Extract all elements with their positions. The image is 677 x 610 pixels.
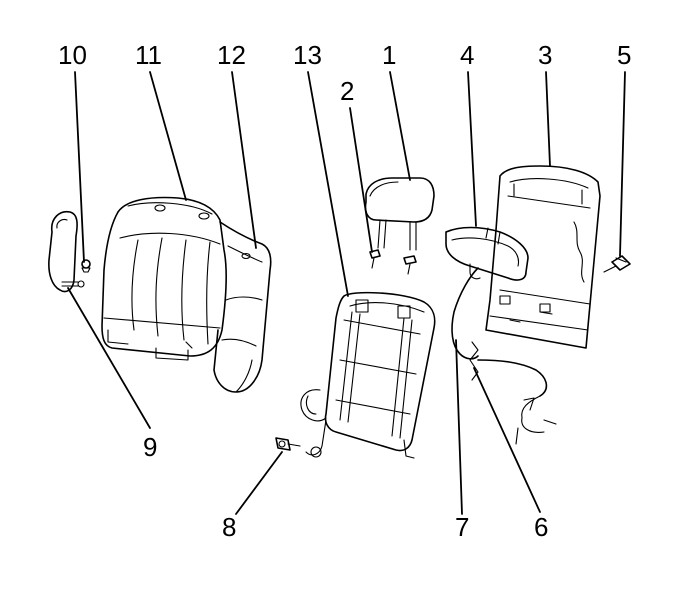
callout-7: 7 [455,512,469,542]
headrest-side-part [48,210,85,293]
bolt-part [275,437,301,451]
callout-4: 4 [460,40,474,70]
callout-labels: 10 11 12 13 1 2 4 3 5 9 8 7 6 [58,40,631,542]
seat-back-frame-part [300,291,436,459]
callout-1: 1 [382,40,396,70]
seat-back-panel-part [485,165,601,349]
leader-lines [67,71,626,515]
callout-6: 6 [534,512,548,542]
lumbar-support-part [445,226,529,281]
seat-back-trim-panel-part [213,221,272,393]
callout-3: 3 [538,40,552,70]
cable-assembly-part [451,267,557,445]
push-pin-part [369,249,417,275]
callout-13: 13 [293,40,322,70]
adjuster-knob-part [603,255,631,273]
callout-12: 12 [217,40,246,70]
callout-10: 10 [58,40,87,70]
callout-2: 2 [340,76,354,106]
callout-11: 11 [135,40,162,70]
callout-9: 9 [143,432,157,462]
clip-part [81,259,91,273]
callout-8: 8 [222,512,236,542]
callout-5: 5 [617,40,631,70]
headrest-center-part [364,177,435,251]
seat-back-cushion-part [101,196,227,361]
